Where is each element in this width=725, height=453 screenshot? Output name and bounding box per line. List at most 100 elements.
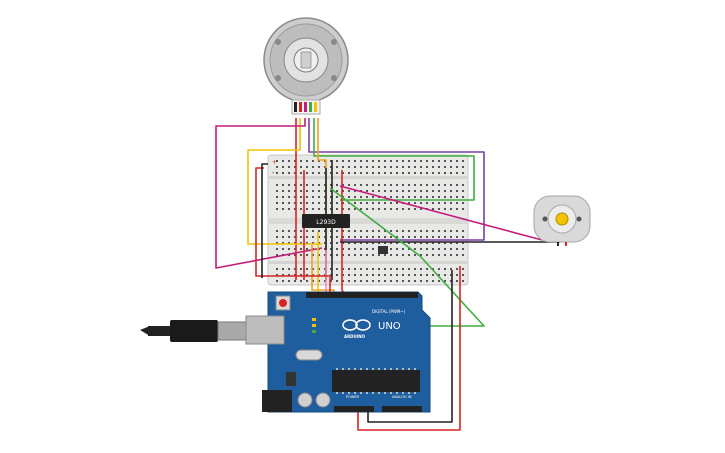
breadboard-hole <box>438 172 440 174</box>
breadboard-hole <box>354 160 356 162</box>
breadboard-hole <box>432 248 434 250</box>
breadboard-hole <box>366 166 368 168</box>
breadboard-hole <box>408 242 410 244</box>
breadboard-hole <box>414 254 416 256</box>
wire-magenta[interactable] <box>339 185 543 241</box>
breadboard-hole <box>336 280 338 282</box>
breadboard-hole <box>324 160 326 162</box>
wire-purple[interactable] <box>308 118 485 241</box>
breadboard-hole <box>300 184 302 186</box>
breadboard-hole <box>420 190 422 192</box>
breadboard-hole <box>438 190 440 192</box>
breadboard-hole <box>444 208 446 210</box>
digital-header[interactable] <box>306 292 418 298</box>
breadboard-hole <box>324 202 326 204</box>
breadboard-hole <box>330 208 332 210</box>
breadboard-hole <box>456 208 458 210</box>
breadboard-hole <box>456 254 458 256</box>
capacitor <box>315 392 331 408</box>
breadboard-hole <box>336 196 338 198</box>
breadboard-hole <box>330 248 332 250</box>
breadboard-hole <box>414 190 416 192</box>
breadboard-hole <box>306 166 308 168</box>
dc-motor[interactable] <box>533 195 591 246</box>
breadboard-hole <box>414 268 416 270</box>
breadboard-hole <box>426 196 428 198</box>
breadboard-hole <box>432 274 434 276</box>
breadboard-hole <box>408 274 410 276</box>
power-header[interactable] <box>334 406 374 412</box>
breadboard-hole <box>342 184 344 186</box>
breadboard-hole <box>432 190 434 192</box>
breadboard-hole <box>438 280 440 282</box>
breadboard-hole <box>396 208 398 210</box>
breadboard[interactable]: + - <box>267 154 469 286</box>
breadboard-hole <box>282 202 284 204</box>
reset-button[interactable] <box>279 299 287 307</box>
breadboard-hole <box>456 274 458 276</box>
breadboard-hole <box>414 202 416 204</box>
breadboard-hole <box>450 160 452 162</box>
breadboard-hole <box>306 274 308 276</box>
wire-red[interactable] <box>357 266 461 431</box>
l293d-chip[interactable]: L293D <box>302 214 350 228</box>
breadboard-hole <box>300 202 302 204</box>
chip-pin <box>384 368 386 370</box>
breadboard-hole <box>354 236 356 238</box>
breadboard-hole <box>312 242 314 244</box>
breadboard-hole <box>342 274 344 276</box>
chip-pin <box>408 368 410 370</box>
breadboard-hole <box>396 172 398 174</box>
arduino-uno[interactable]: UNO ARDUINO DIGITAL (PWM~) POWER ANALOG … <box>245 291 431 413</box>
chip-pin <box>402 368 404 370</box>
stepper-motor[interactable] <box>263 17 349 115</box>
capacitor <box>297 392 313 408</box>
breadboard-hole <box>282 248 284 250</box>
breadboard-hole <box>414 248 416 250</box>
breadboard-hole <box>336 254 338 256</box>
breadboard-hole <box>420 166 422 168</box>
usb-cable[interactable] <box>140 320 249 342</box>
breadboard-hole <box>354 242 356 244</box>
wire-black[interactable] <box>261 163 268 278</box>
breadboard-hole <box>420 202 422 204</box>
breadboard-hole <box>318 208 320 210</box>
wire-black[interactable] <box>367 270 453 423</box>
analog-header[interactable] <box>382 406 422 412</box>
breadboard-hole <box>372 208 374 210</box>
breadboard-hole <box>354 248 356 250</box>
wire-green[interactable] <box>313 118 475 201</box>
breadboard-hole <box>462 184 464 186</box>
breadboard-hole <box>312 166 314 168</box>
small-component[interactable] <box>378 246 388 254</box>
breadboard-hole <box>288 202 290 204</box>
breadboard-hole <box>378 254 380 256</box>
breadboard-hole <box>366 196 368 198</box>
wire-red[interactable] <box>255 167 331 298</box>
breadboard-hole <box>282 230 284 232</box>
chip-pin <box>384 392 386 394</box>
breadboard-hole <box>324 166 326 168</box>
breadboard-hole <box>402 190 404 192</box>
breadboard-hole <box>426 274 428 276</box>
breadboard-hole <box>456 280 458 282</box>
breadboard-hole <box>360 248 362 250</box>
breadboard-hole <box>444 190 446 192</box>
wire-yellow[interactable] <box>247 118 322 245</box>
breadboard-hole <box>324 208 326 210</box>
breadboard-hole <box>426 184 428 186</box>
breadboard-hole <box>324 196 326 198</box>
breadboard-hole <box>372 242 374 244</box>
breadboard-hole <box>462 268 464 270</box>
breadboard-hole <box>378 280 380 282</box>
breadboard-hole <box>288 248 290 250</box>
breadboard-hole <box>336 236 338 238</box>
wire-magenta[interactable] <box>215 118 323 269</box>
chip-pin <box>366 368 368 370</box>
breadboard-hole <box>378 236 380 238</box>
breadboard-hole <box>396 274 398 276</box>
breadboard-hole <box>384 172 386 174</box>
chip-pin <box>336 368 338 370</box>
arduino-logo-icon <box>342 319 371 331</box>
breadboard-hole <box>324 248 326 250</box>
